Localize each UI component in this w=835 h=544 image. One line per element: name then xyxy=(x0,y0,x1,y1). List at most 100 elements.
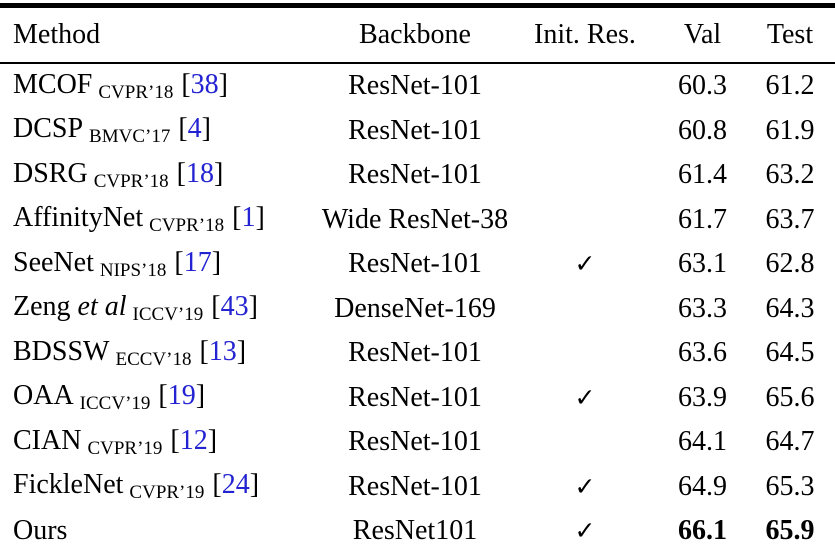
citation-link[interactable]: [18] xyxy=(177,158,224,189)
val-score-cell: 66.1 xyxy=(678,515,727,544)
test-score-cell: 64.5 xyxy=(765,337,815,369)
method-name: Ours xyxy=(13,515,68,544)
citation-bracket-open: [ xyxy=(158,380,168,412)
citation-number: 24 xyxy=(221,469,250,501)
init-res-cell xyxy=(510,153,660,198)
citation-link[interactable]: [1] xyxy=(232,202,265,233)
results-table: Method Backbone Init. Res. Val Test MCOF… xyxy=(0,3,835,544)
citation-number: 4 xyxy=(187,113,202,145)
method-venue-tag: CVPR’19 xyxy=(129,482,205,504)
citation-link[interactable]: [19] xyxy=(158,380,205,411)
method-etal-text: et al xyxy=(70,291,127,323)
backbone-cell: ResNet-101 xyxy=(348,470,482,502)
backbone-cell: ResNet-101 xyxy=(348,381,482,413)
citation-bracket-open: [ xyxy=(170,424,180,456)
citation-bracket-close: ] xyxy=(218,68,228,100)
method-name: MCOF xyxy=(13,68,93,100)
citation-link[interactable]: [17] xyxy=(174,247,221,278)
citation-bracket-open: [ xyxy=(211,291,221,323)
method-name: SeeNet xyxy=(13,246,94,278)
checkmark-icon: ✓ xyxy=(574,518,596,544)
method-cell: Ours xyxy=(0,509,320,544)
backbone-cell: DenseNet-169 xyxy=(334,292,496,324)
init-res-cell xyxy=(510,198,660,243)
header-row: Method Backbone Init. Res. Val Test xyxy=(0,6,835,63)
method-name: AffinityNet xyxy=(13,202,144,234)
init-res-cell xyxy=(510,287,660,332)
test-score-cell: 65.9 xyxy=(765,515,815,544)
method-venue-tag: ECCV’18 xyxy=(115,348,192,370)
checkmark-icon: ✓ xyxy=(574,251,596,279)
method-name: Zeng xyxy=(13,291,71,323)
citation-bracket-open: [ xyxy=(199,335,209,367)
val-score-cell: 61.4 xyxy=(678,159,727,191)
backbone-cell: ResNet101 xyxy=(352,515,478,544)
test-score-cell: 64.7 xyxy=(765,426,815,458)
method-name: FickleNet xyxy=(13,469,124,501)
citation-link[interactable]: [4] xyxy=(178,113,211,144)
val-score-cell: 63.9 xyxy=(678,381,727,413)
test-score-cell: 63.7 xyxy=(765,203,815,235)
init-res-cell xyxy=(510,63,660,109)
init-res-cell xyxy=(510,331,660,376)
method-venue-tag: CVPR’18 xyxy=(93,170,169,192)
citation-link[interactable]: [13] xyxy=(199,336,246,367)
init-res-cell: ✓ xyxy=(510,376,660,421)
val-score-cell: 64.1 xyxy=(678,426,727,458)
citation-bracket-open: [ xyxy=(232,202,242,234)
method-venue-tag: CVPR’18 xyxy=(149,215,225,237)
column-header-val: Val xyxy=(683,19,722,50)
test-score-cell: 63.2 xyxy=(765,159,815,191)
citation-bracket-close: ] xyxy=(248,291,258,323)
method-name: OAA xyxy=(13,380,74,412)
citation-bracket-open: [ xyxy=(181,68,191,100)
citation-number: 12 xyxy=(179,424,208,456)
citation-link[interactable]: [38] xyxy=(181,69,228,100)
test-score-cell: 65.3 xyxy=(765,470,815,502)
init-res-cell: ✓ xyxy=(510,242,660,287)
citation-bracket-close: ] xyxy=(201,113,211,145)
citation-bracket-open: [ xyxy=(176,157,186,189)
citation-number: 43 xyxy=(220,291,249,323)
citation-link[interactable]: [12] xyxy=(170,425,217,456)
citation-bracket-close: ] xyxy=(211,246,222,278)
backbone-cell: ResNet-101 xyxy=(348,159,482,191)
method-name: CIAN xyxy=(13,424,82,456)
val-score-cell: 61.7 xyxy=(678,203,727,235)
citation-bracket-close: ] xyxy=(207,424,218,456)
backbone-cell: ResNet-101 xyxy=(348,248,482,280)
val-score-cell: 63.1 xyxy=(678,248,727,280)
column-header-init-res: Init. Res. xyxy=(534,19,636,50)
citation-number: 18 xyxy=(186,157,214,189)
val-score-cell: 63.3 xyxy=(678,292,727,324)
method-venue-tag: ICCV’19 xyxy=(79,393,151,415)
val-score-cell: 60.3 xyxy=(678,70,727,102)
method-name: DCSP xyxy=(13,113,84,145)
method-venue-tag: BMVC’17 xyxy=(89,126,171,148)
citation-number: 38 xyxy=(190,68,219,100)
checkmark-icon: ✓ xyxy=(574,473,596,501)
method-venue-tag: CVPR’18 xyxy=(98,81,174,103)
citation-link[interactable]: [43] xyxy=(211,291,258,322)
citation-link[interactable]: [24] xyxy=(212,469,259,500)
citation-number: 19 xyxy=(167,380,196,412)
test-score-cell: 65.6 xyxy=(765,381,815,413)
column-header-test: Test xyxy=(766,19,814,50)
